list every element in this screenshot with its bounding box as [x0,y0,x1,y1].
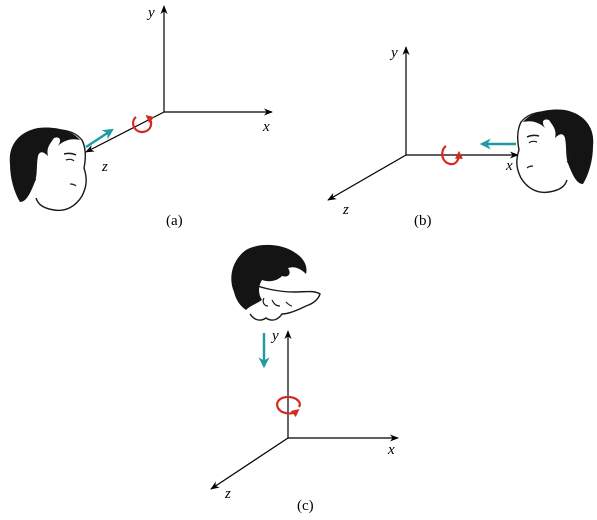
x-axis-label-a: x [262,119,270,135]
z-axis-label-b: z [342,202,349,218]
axes-a [85,5,273,153]
z-axis-c [210,437,289,490]
gaze-arrow-icon [85,128,114,149]
z-axis-b [327,154,407,201]
caption-b: (b) [414,213,432,229]
caption-a: (a) [166,213,183,229]
face-right-profile-icon [9,127,87,212]
axes-c [210,330,399,490]
panel-c: y x z (c) [210,244,399,514]
axes-b [327,46,519,201]
panel-b: y x z (b) [327,45,594,229]
z-axis-a [85,111,165,153]
z-axis-label-c: z [224,486,231,502]
y-axis-label-a: y [146,5,155,21]
face-left-profile-icon [516,109,594,194]
x-axis-label-c: x [387,442,395,458]
x-axis-label-b: x [505,158,513,174]
y-axis-label-c: y [270,328,279,344]
rotation-arrow-icon [441,145,463,166]
panel-a: y x z (a) [9,5,273,229]
z-axis-label-a: z [101,159,108,175]
caption-c: (c) [297,498,314,514]
rotation-arrow-icon [132,114,155,134]
y-axis-label-b: y [389,45,398,61]
face-looking-down-icon [231,244,321,321]
rotation-arrow-icon [276,395,301,418]
